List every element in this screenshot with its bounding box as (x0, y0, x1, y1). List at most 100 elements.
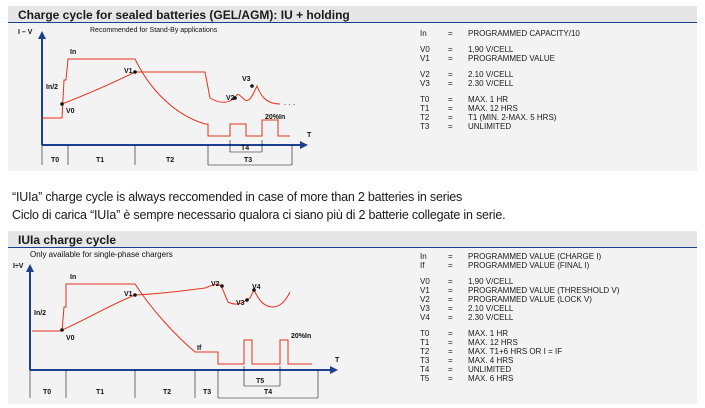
chart2-voltage-curve (61, 283, 291, 331)
legend-value: 1,90 V/CELL (468, 277, 514, 286)
chart2-if-label: If (197, 345, 202, 352)
legend-key: V2 (420, 295, 430, 304)
legend-value: 2.10 V/CELL (468, 304, 514, 313)
section2-panel (8, 248, 697, 404)
legend-key: In (420, 252, 427, 261)
chart1-v3-label: V3 (242, 76, 251, 83)
chart1-t-label: T (307, 132, 312, 139)
chart2-x-arrow (330, 366, 338, 374)
legend-value: PROGRAMMED VALUE (THRESHOLD V) (468, 286, 620, 295)
legend-value: MAX. 12 HRS (468, 104, 518, 113)
chart2-phase-t4: T4 (264, 389, 272, 396)
legend-equals: = (448, 329, 453, 338)
legend-equals: = (448, 356, 453, 365)
legend-value: PROGRAMMED VALUE (CHARGE I) (468, 252, 602, 261)
legend-equals: = (448, 70, 453, 79)
chart2-v1-point (133, 293, 137, 297)
chart1-in2-label: In/2 (46, 84, 58, 91)
chart2-v1-label: V1 (124, 291, 133, 298)
chart2-v3-label: V3 (236, 300, 245, 307)
section1-legend-row-v0: V0=1,90 V/CELL (420, 45, 580, 54)
chart2-phase-t3: T3 (203, 389, 211, 396)
chart2-v0-point (60, 328, 64, 332)
legend-value: UNLIMITED (468, 122, 512, 131)
legend-value: T1 (MIN. 2-MAX. 5 HRS) (468, 113, 557, 122)
section2-legend-row-v0: V0=1,90 V/CELL (420, 277, 619, 286)
legend-key: If (420, 261, 425, 270)
section1-legend-row-v3: V3=2.30 V/CELL (420, 79, 580, 88)
legend-key: T1 (420, 338, 430, 347)
section2-legend-row-t1: T1=MAX. 12 HRS (420, 338, 619, 347)
chart2-phase-t1: T1 (96, 389, 104, 396)
legend-value: MAX. 1 HR (468, 95, 509, 104)
chart2-note: Only available for single-phase chargers (30, 250, 173, 259)
legend-equals: = (448, 295, 453, 304)
legend-value: MAX. 1 HR (468, 329, 509, 338)
chart2: I÷V Only available for single-phase char… (13, 250, 340, 399)
legend-key: T5 (420, 374, 430, 383)
legend-equals: = (448, 113, 453, 122)
chart1-v1-label: V1 (124, 68, 133, 75)
legend-key: T0 (420, 95, 430, 104)
chart2-v2-label: V2 (211, 281, 220, 288)
chart2-phase-t0: T0 (43, 389, 51, 396)
legend-key: V0 (420, 45, 430, 54)
section2-legend-row-t5: T5=MAX. 6 HRS (420, 374, 619, 383)
chart2-current-curve (32, 283, 312, 365)
chart1-v2-label: V2 (226, 95, 235, 102)
chart2-phase-t2: T2 (163, 389, 171, 396)
legend-key: V1 (420, 286, 430, 295)
chart1-phase-t2: T2 (166, 157, 174, 164)
chart2-v0-label: V0 (66, 335, 75, 342)
section2-legend-row-v1: V1 = PROGRAMMED VALUE (THRESHOLD V) (420, 286, 619, 295)
legend-key: T4 (420, 365, 430, 374)
chart2-v4-label: V4 (252, 284, 261, 291)
legend-value: MAX. T1+6 HRS OR I = IF (468, 347, 563, 356)
chart1-v2-point (233, 96, 237, 100)
section1-legend-row-t2: T2=T1 (MIN. 2-MAX. 5 HRS) (420, 113, 580, 122)
section1-legend-row-in: In=PROGRAMMED CAPACITY/10 (420, 29, 580, 38)
legend-value: PROGRAMMED VALUE (LOCK V) (468, 295, 592, 304)
legend-equals: = (448, 338, 453, 347)
chart1: I – V Recommended for Stand-By applicati… (18, 27, 312, 166)
legend-value: 2.30 V/CELL (468, 313, 514, 322)
section2-legend-row-v2: V2 = PROGRAMMED VALUE (LOCK V) (420, 295, 619, 304)
chart2-pct-label: 20%In (291, 333, 311, 340)
legend-value: PROGRAMMED VALUE (FINAL I) (468, 261, 590, 270)
legend-key: V4 (420, 313, 430, 322)
legend-value: UNLIMITED (468, 365, 512, 374)
legend-equals: = (448, 347, 453, 356)
section2-legend-row-t2: T2=MAX. T1+6 HRS OR I = IF (420, 347, 619, 356)
section2-legend-row-t3: T3=MAX. 4 HRS (420, 356, 619, 365)
chart1-x-arrow (300, 141, 308, 149)
chart1-pct-label: 20%In (265, 114, 285, 121)
legend-key: V2 (420, 70, 430, 79)
legend-equals: = (448, 286, 453, 295)
section2-legend-row-t0: T0=MAX. 1 HR (420, 329, 619, 338)
section1-panel (8, 23, 697, 171)
chart2-in-label: In (70, 274, 76, 281)
legend-key: V1 (420, 54, 430, 63)
chart2-v3-point (245, 298, 249, 302)
chart1-in-label: In (70, 49, 76, 56)
section2-legend-row-t4: T4 = UNLIMITED (420, 365, 619, 374)
legend-equals: = (448, 277, 453, 286)
legend-value: PROGRAMMED CAPACITY/10 (468, 29, 580, 38)
section2-legend: In=PROGRAMMED VALUE (CHARGE I)If=PROGRAM… (420, 252, 619, 383)
chart1-y-arrow (38, 31, 46, 39)
legend-value: MAX. 4 HRS (468, 356, 514, 365)
legend-equals: = (448, 54, 453, 63)
legend-equals: = (448, 313, 453, 322)
legend-equals: = (448, 365, 453, 374)
section2-title: IUIa charge cycle (8, 231, 697, 248)
section2-legend-row-v4: V4 = 2.30 V/CELL (420, 313, 619, 322)
section2-legend-row-in: In=PROGRAMMED VALUE (CHARGE I) (420, 252, 619, 261)
section1-title: Charge cycle for sealed batteries (GEL/A… (8, 6, 697, 23)
legend-equals: = (448, 29, 453, 38)
chart1-current-curve (42, 58, 290, 137)
legend-equals: = (448, 122, 453, 131)
section2-legend-row-v3: V3=2.10 V/CELL (420, 304, 619, 313)
note-italian: Ciclo di carica “IUIa” è sempre necessar… (12, 208, 506, 222)
